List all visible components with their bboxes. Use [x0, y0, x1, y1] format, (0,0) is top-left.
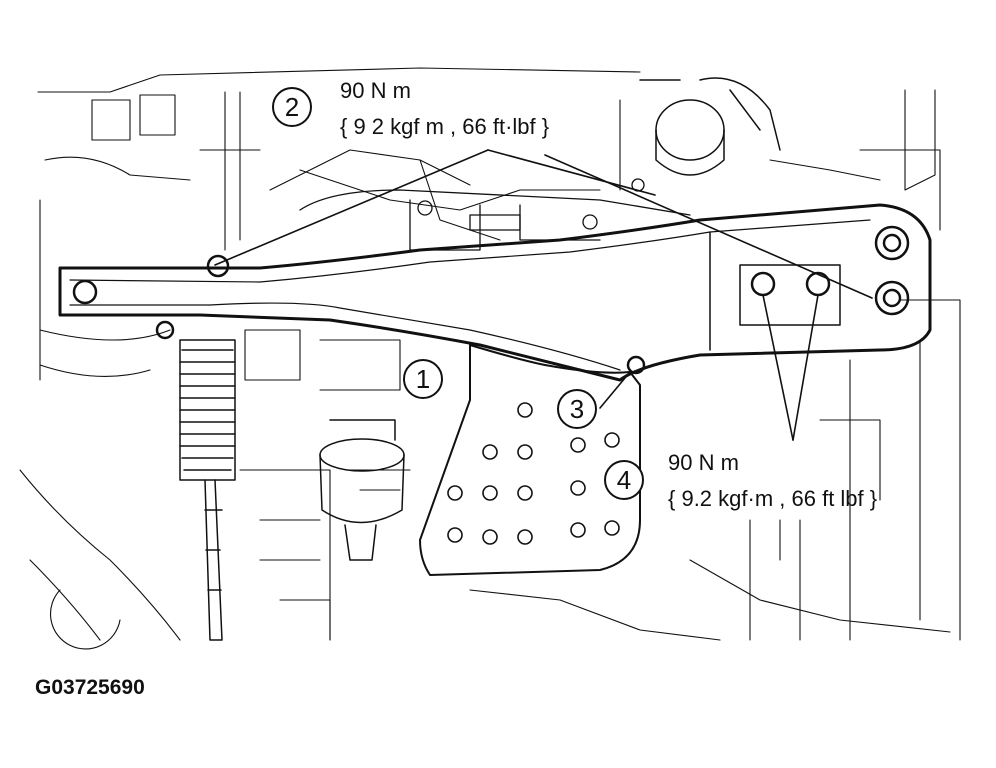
damper-canister: [319, 419, 405, 561]
torque-lower-value: 90 N m: [668, 450, 739, 475]
steering-boot: [179, 339, 236, 641]
transmission-housing: [299, 178, 691, 251]
callout-1: 1: [403, 359, 443, 399]
oil-filter: [639, 77, 781, 176]
figure-id: G03725690: [35, 676, 145, 699]
torque-upper-conversion: { 9 2 kgf m , 66 ft·lbf }: [340, 114, 550, 139]
callout-2: 2: [272, 87, 312, 127]
crossmember-bolts: [72, 225, 910, 375]
perforated-plate: [419, 344, 641, 576]
vehicle-body-background: [19, 67, 961, 650]
torque-upper-value: 90 N m: [340, 78, 411, 103]
plate-holes: [447, 402, 620, 545]
callout-4: 4: [604, 460, 644, 500]
leader-lines: [214, 149, 873, 441]
torque-lower-conversion: { 9.2 kgf·m , 66 ft lbf }: [668, 486, 878, 511]
callout-3: 3: [557, 389, 597, 429]
crossmember: [58, 203, 932, 382]
